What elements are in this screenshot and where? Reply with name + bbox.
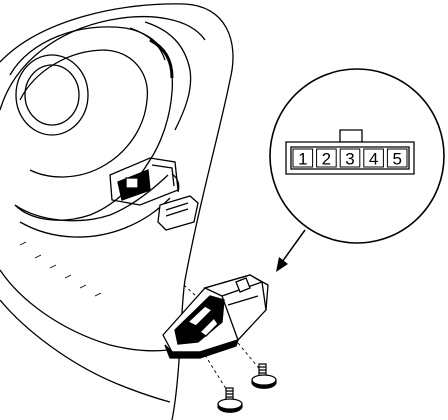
switch-tab <box>236 278 250 292</box>
connector-inner <box>291 147 409 169</box>
hub-bottom-edge <box>20 198 170 237</box>
connector-pin-number: 3 <box>345 150 354 169</box>
connector-pin-cell <box>364 149 384 167</box>
hub-lower-panel <box>15 175 168 221</box>
screw-guide-right <box>238 343 262 372</box>
screw-right-head-shade <box>252 380 276 388</box>
wheel-rim-inner-lower <box>0 270 168 351</box>
screw-left-head <box>218 399 242 409</box>
screw-left-thread <box>226 391 233 397</box>
rim-texture <box>20 242 101 296</box>
horn-emblem-outer <box>16 55 88 135</box>
plug-body <box>158 196 198 230</box>
switch-shadow <box>165 340 238 358</box>
plug-wire <box>172 174 179 192</box>
hub-outline <box>10 27 172 220</box>
upper-spoke <box>130 22 191 130</box>
callout-arrow <box>276 230 305 272</box>
removed-switch <box>163 275 268 358</box>
hub-inner-outline <box>20 50 147 177</box>
mounted-switch-button <box>126 178 138 188</box>
screw-guide-left <box>205 355 228 392</box>
connector-pin-number: 2 <box>322 150 331 169</box>
guide-lines <box>184 285 262 392</box>
screw-right-thread <box>259 367 266 373</box>
connector-pin-cell <box>317 149 337 167</box>
connector-pin-number: 4 <box>369 150 378 169</box>
connector-pin-cell <box>387 149 407 167</box>
screw-left-head-shade <box>218 404 242 412</box>
screw-right <box>252 364 276 388</box>
switch-side <box>222 282 266 340</box>
screw-right-head <box>252 375 276 385</box>
mounted-switch-detail <box>152 165 174 186</box>
wheel-connector-plug <box>158 174 198 230</box>
mounted-switch <box>110 158 178 205</box>
spoke-shadow[interactable] <box>150 40 172 78</box>
plug-ridges <box>166 203 188 216</box>
mount-guide <box>184 285 196 296</box>
connector-pin-number: 5 <box>392 150 401 169</box>
connector-pin-cell <box>340 149 360 167</box>
wheel-rim-inner <box>0 17 205 110</box>
screw-left <box>218 388 242 412</box>
horn-emblem-inner <box>25 65 79 125</box>
wheel-rim-outer-lower <box>0 300 170 402</box>
switch-buttons <box>188 306 218 336</box>
connector-latch <box>340 130 362 142</box>
connector-pin-cell <box>293 149 313 167</box>
arrow-shaft <box>282 230 305 262</box>
steering-wheel <box>0 4 233 420</box>
arrow-head <box>276 257 288 272</box>
connector-pin-number: 1 <box>298 150 307 169</box>
